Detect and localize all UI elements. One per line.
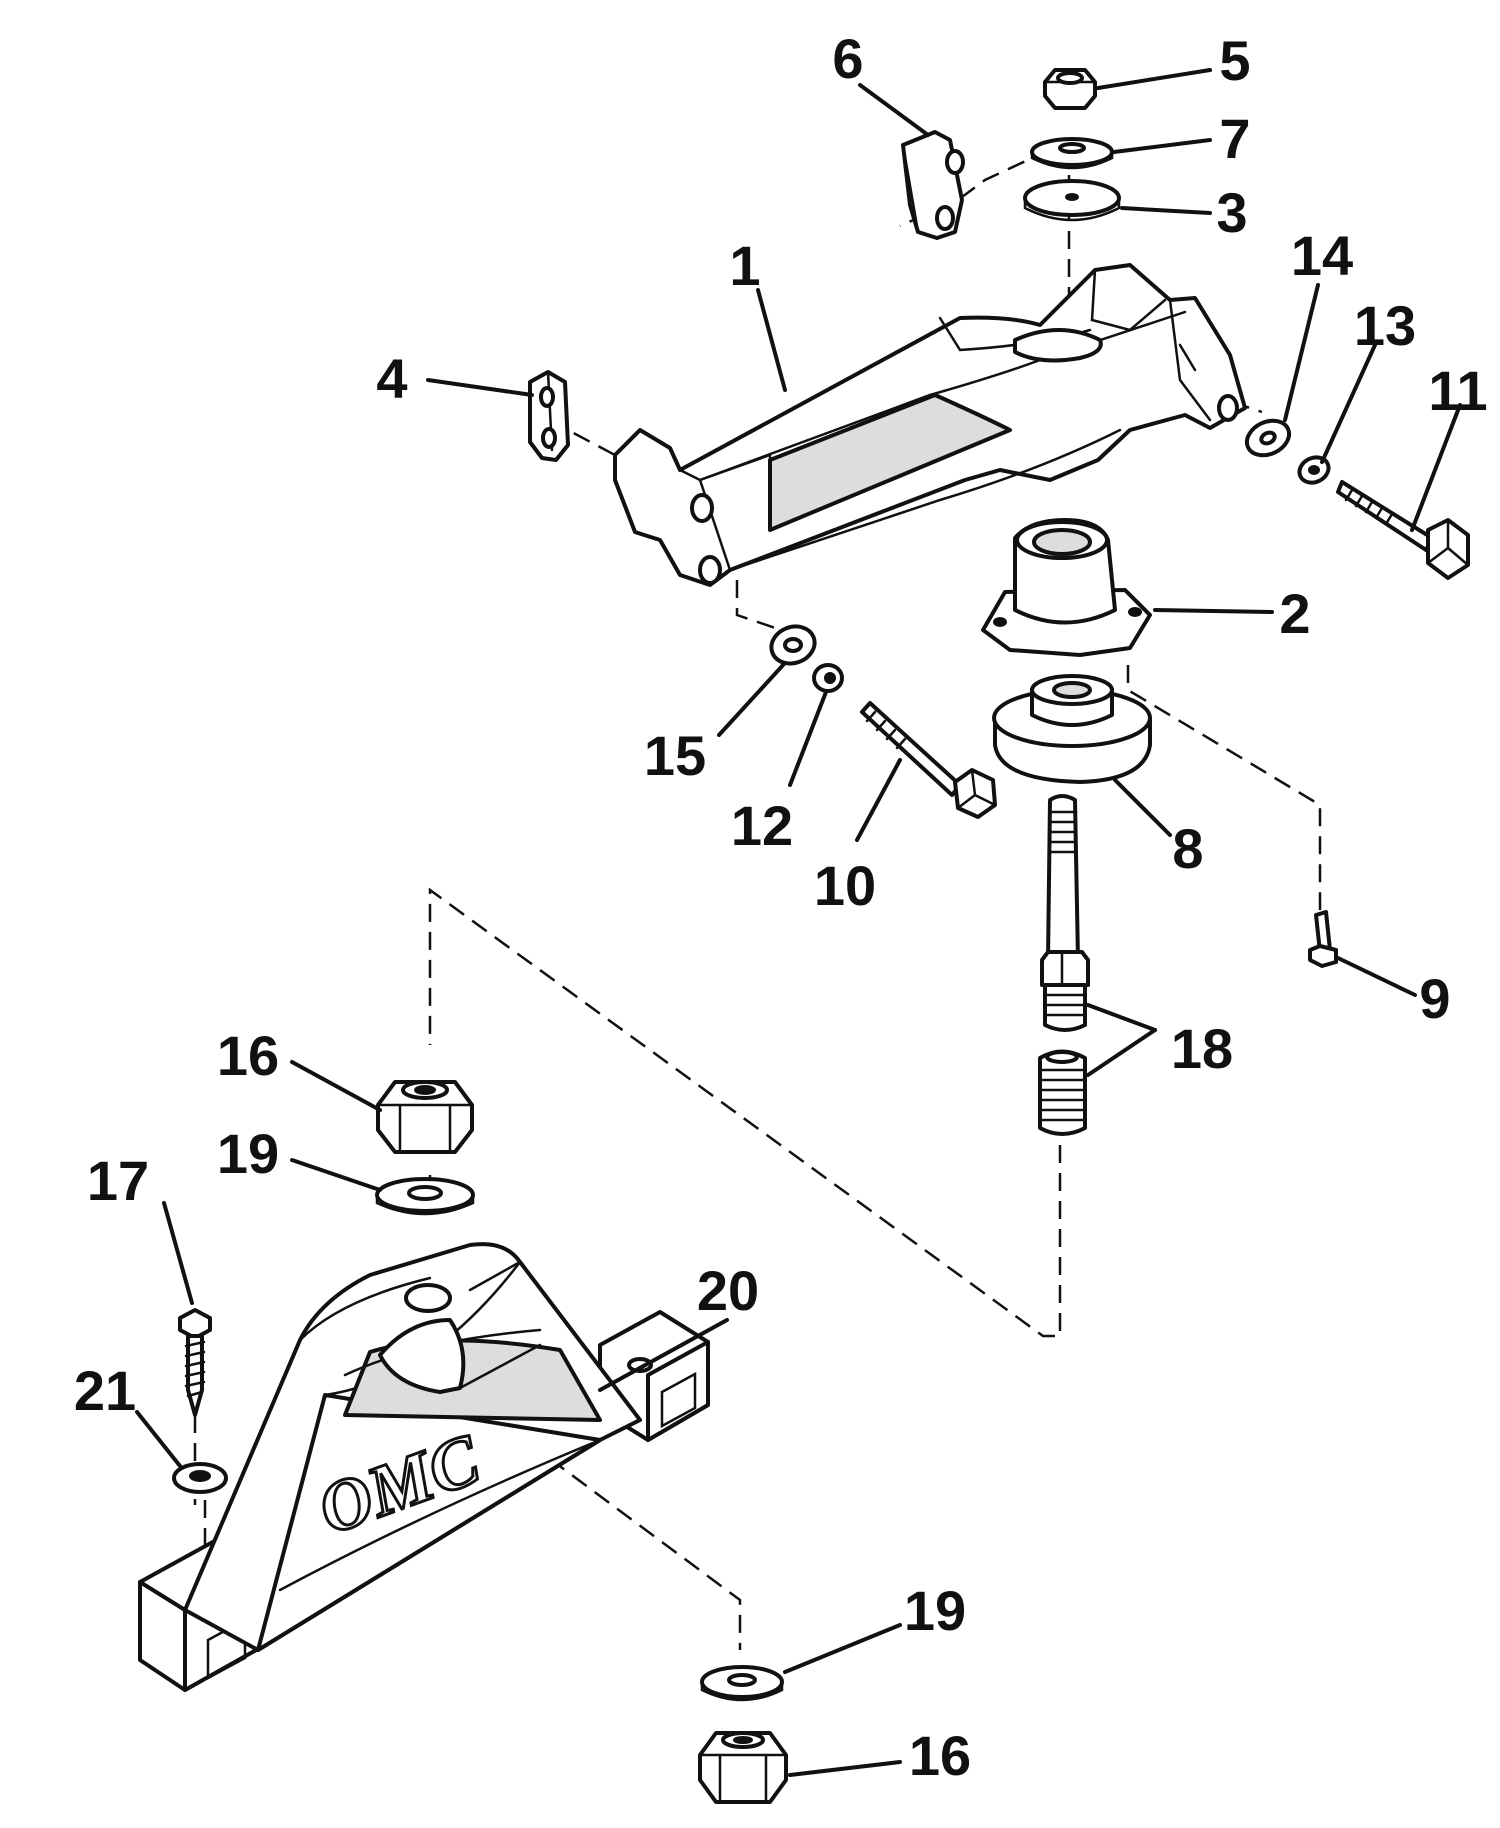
callout-4: 4 bbox=[376, 347, 407, 410]
bracket-part-6 bbox=[901, 130, 965, 240]
nut-part-5 bbox=[1043, 68, 1097, 110]
callout-12: 12 bbox=[731, 794, 793, 857]
callout-1: 1 bbox=[729, 234, 760, 297]
callout-8: 8 bbox=[1172, 817, 1203, 880]
callout-5: 5 bbox=[1219, 29, 1250, 92]
callout-18: 18 bbox=[1171, 1017, 1233, 1080]
stud-part-18 bbox=[1038, 794, 1090, 1136]
callout-14: 14 bbox=[1291, 224, 1353, 287]
callout-15: 15 bbox=[644, 724, 706, 787]
callout-11: 11 bbox=[1428, 359, 1487, 422]
washer-part-19-upper bbox=[375, 1177, 475, 1216]
rubber-mount-part-2 bbox=[981, 518, 1152, 657]
leader-lines bbox=[135, 68, 1462, 1777]
lag-screw-part-17 bbox=[178, 1308, 212, 1417]
nut-part-16-upper bbox=[376, 1080, 474, 1154]
washer-part-21 bbox=[172, 1462, 228, 1494]
lockwasher-part-12 bbox=[812, 663, 844, 693]
callout-17: 17 bbox=[87, 1149, 149, 1212]
screw-part-9 bbox=[1308, 910, 1338, 968]
bolt-part-10 bbox=[860, 701, 997, 819]
callout-13: 13 bbox=[1354, 294, 1416, 357]
callout-6: 6 bbox=[832, 27, 863, 90]
bolt-part-11 bbox=[1336, 480, 1470, 580]
lockwasher-part-13 bbox=[1297, 455, 1331, 485]
washer-part-7 bbox=[1030, 137, 1114, 170]
rubber-cushion-part-8 bbox=[992, 674, 1152, 784]
callout-19-lower: 19 bbox=[904, 1579, 966, 1642]
callout-16-upper: 16 bbox=[217, 1024, 279, 1087]
callout-labels: 1 2 3 4 5 6 7 8 9 10 11 12 13 14 15 16 1… bbox=[74, 27, 1488, 1787]
nut-part-16-lower bbox=[698, 1731, 788, 1804]
callout-10: 10 bbox=[814, 854, 876, 917]
callout-2: 2 bbox=[1279, 582, 1310, 645]
washer-part-15 bbox=[769, 624, 817, 666]
callout-19-upper: 19 bbox=[217, 1122, 279, 1185]
mount-arm-part-1 bbox=[613, 263, 1247, 587]
base-bracket-part-20 bbox=[138, 1242, 710, 1692]
callout-16-lower: 16 bbox=[909, 1724, 971, 1787]
callout-9: 9 bbox=[1419, 967, 1450, 1030]
washer-part-14 bbox=[1244, 418, 1292, 458]
callout-7: 7 bbox=[1219, 107, 1250, 170]
callout-3: 3 bbox=[1216, 181, 1247, 244]
plate-part-4 bbox=[528, 370, 570, 462]
washer-part-3 bbox=[1023, 179, 1121, 222]
callout-21: 21 bbox=[74, 1359, 136, 1422]
washer-part-19-lower bbox=[700, 1665, 784, 1702]
callout-20: 20 bbox=[697, 1259, 759, 1322]
